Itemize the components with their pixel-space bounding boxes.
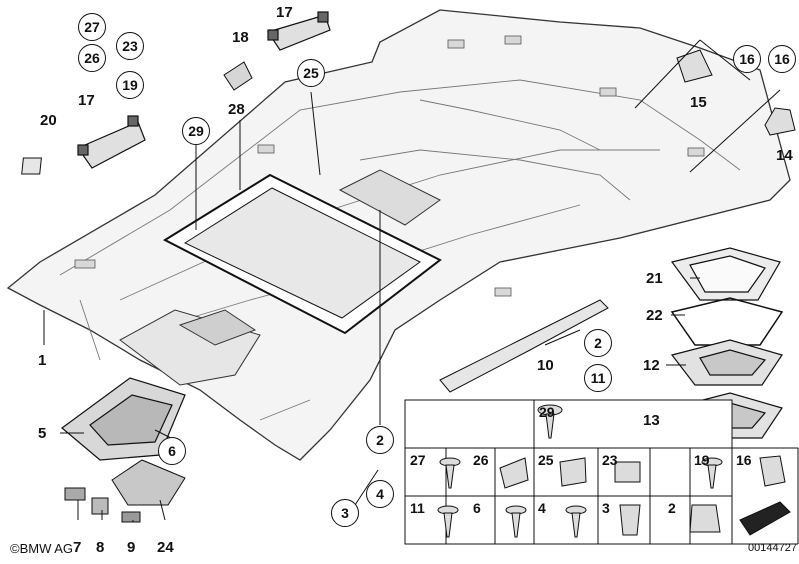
diagram-code: 00144727 bbox=[748, 542, 797, 554]
label-15: 15 bbox=[690, 94, 707, 111]
grid-label-29: 29 bbox=[539, 404, 555, 420]
part-8 bbox=[91, 497, 109, 515]
part-5 bbox=[61, 377, 186, 461]
label-17-top: 17 bbox=[276, 4, 293, 21]
circle-label-23: 23 bbox=[116, 32, 144, 60]
label-12: 12 bbox=[643, 357, 660, 374]
grid-label-4: 4 bbox=[538, 500, 546, 516]
label-7: 7 bbox=[73, 539, 82, 556]
grid-label-6: 6 bbox=[473, 500, 481, 516]
label-28: 28 bbox=[228, 101, 245, 118]
console-area bbox=[119, 309, 261, 386]
grab-handle-top bbox=[267, 11, 331, 51]
label-24: 24 bbox=[157, 539, 174, 556]
brand-copyright: ©BMW AG bbox=[10, 541, 74, 556]
grid-label-26: 26 bbox=[473, 452, 489, 468]
label-21: 21 bbox=[646, 270, 663, 287]
circle-label-2-right: 2 bbox=[584, 329, 612, 357]
circle-label-26: 26 bbox=[78, 44, 106, 72]
grid-label-3: 3 bbox=[602, 500, 610, 516]
part-12 bbox=[670, 339, 783, 386]
grid-label-16: 16 bbox=[736, 452, 752, 468]
grab-handle-left bbox=[77, 115, 146, 169]
part-21 bbox=[670, 247, 781, 301]
circle-label-2-bottom: 2 bbox=[366, 426, 394, 454]
grid-label-23: 23 bbox=[602, 452, 618, 468]
circle-label-11: 11 bbox=[584, 364, 612, 392]
label-8: 8 bbox=[96, 539, 105, 556]
label-22: 22 bbox=[646, 307, 663, 324]
part-7 bbox=[64, 487, 86, 501]
circle-label-27: 27 bbox=[78, 13, 106, 41]
circle-label-19: 19 bbox=[116, 71, 144, 99]
grid-label-27: 27 bbox=[410, 452, 426, 468]
label-9: 9 bbox=[127, 539, 136, 556]
grid-label-25: 25 bbox=[538, 452, 554, 468]
circle-label-6: 6 bbox=[158, 437, 186, 465]
label-18: 18 bbox=[232, 29, 249, 46]
headliner-marks bbox=[74, 35, 705, 297]
part-9 bbox=[121, 511, 141, 523]
label-20: 20 bbox=[40, 112, 57, 129]
label-1: 1 bbox=[38, 352, 47, 369]
circle-label-16-b: 16 bbox=[768, 45, 796, 73]
grid-label-2: 2 bbox=[668, 500, 676, 516]
grid-parts bbox=[437, 404, 791, 538]
grid-label-19: 19 bbox=[694, 452, 710, 468]
circle-label-4: 4 bbox=[366, 480, 394, 508]
circle-label-3: 3 bbox=[331, 499, 359, 527]
circle-label-29: 29 bbox=[182, 117, 210, 145]
part-10 bbox=[439, 299, 609, 393]
circle-label-25: 25 bbox=[297, 59, 325, 87]
label-14: 14 bbox=[776, 147, 793, 164]
part-22 bbox=[670, 297, 784, 346]
opening bbox=[338, 169, 441, 226]
part-20 bbox=[21, 157, 42, 175]
part-18 bbox=[223, 61, 253, 91]
circle-label-16-a: 16 bbox=[733, 45, 761, 73]
label-13: 13 bbox=[643, 412, 660, 429]
sunroof-frame bbox=[162, 173, 442, 335]
leader-lines bbox=[43, 39, 781, 522]
label-5: 5 bbox=[38, 425, 47, 442]
label-10: 10 bbox=[537, 357, 554, 374]
grid-label-11: 11 bbox=[410, 500, 425, 516]
part-14 bbox=[764, 107, 796, 136]
part-24 bbox=[111, 459, 186, 506]
part-15 bbox=[676, 49, 713, 83]
label-17-left: 17 bbox=[78, 92, 95, 109]
